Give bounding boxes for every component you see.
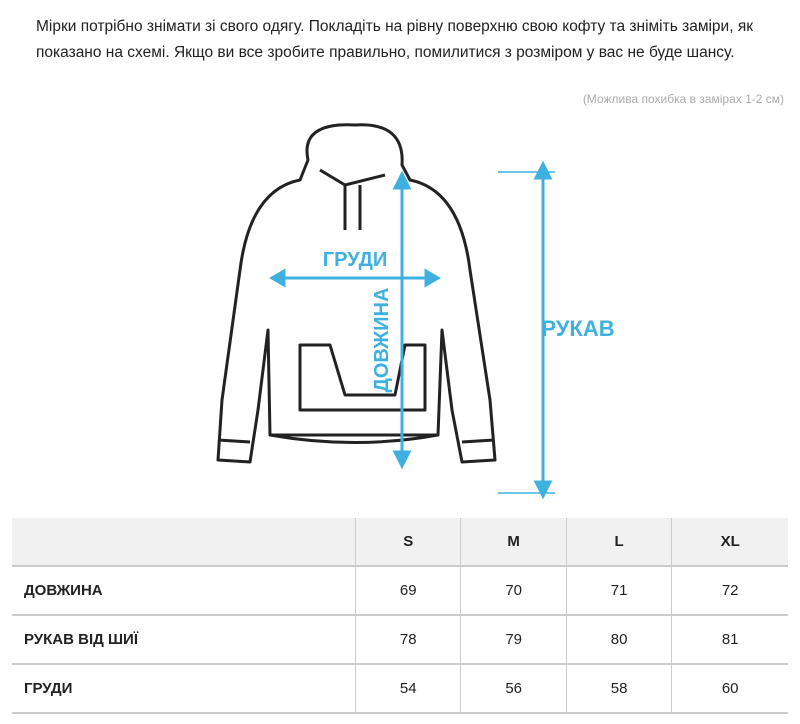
cell: 72 <box>671 566 788 616</box>
size-table: S M L XL ДОВЖИНА 69 70 71 72 РУКАВ ВІД Ш… <box>12 518 788 714</box>
cell: 70 <box>460 566 567 616</box>
header-cell: XL <box>671 518 788 567</box>
table-row: ДОВЖИНА 69 70 71 72 <box>12 566 788 616</box>
row-label: ДОВЖИНА <box>12 566 356 616</box>
hoodie-diagram: ГРУДИ ДОВЖИНА РУКАВ <box>216 123 615 500</box>
sleeve-label: РУКАВ <box>541 316 614 341</box>
row-label: РУКАВ ВІД ШИЇ <box>12 615 356 665</box>
cell: 69 <box>354 566 461 616</box>
chest-label: ГРУДИ <box>323 249 387 271</box>
cell: 54 <box>354 664 461 714</box>
header-cell <box>12 518 356 567</box>
measure-arrows <box>269 160 555 500</box>
row-label: ГРУДИ <box>12 664 356 714</box>
cell: 80 <box>565 615 672 665</box>
length-label: ДОВЖИНА <box>371 288 393 393</box>
cell: 71 <box>565 566 672 616</box>
cell: 56 <box>460 664 567 714</box>
intro-text: Мірки потрібно знімати зі свого одягу. П… <box>36 18 753 61</box>
table-row: РУКАВ ВІД ШИЇ 78 79 80 81 <box>12 615 788 665</box>
header-cell: L <box>565 518 672 567</box>
measurement-note: (Можлива похибка в замірах 1-2 см) <box>582 92 784 106</box>
table-header-row: S M L XL <box>12 518 788 567</box>
table-row: ГРУДИ 54 56 58 60 <box>12 664 788 714</box>
header-cell: M <box>460 518 567 567</box>
cell: 79 <box>460 615 567 665</box>
header-cell: S <box>354 518 461 567</box>
cell: 58 <box>565 664 672 714</box>
cell: 60 <box>671 664 788 714</box>
cell: 81 <box>671 615 788 665</box>
cell: 78 <box>354 615 461 665</box>
hoodie-outline <box>216 123 497 464</box>
